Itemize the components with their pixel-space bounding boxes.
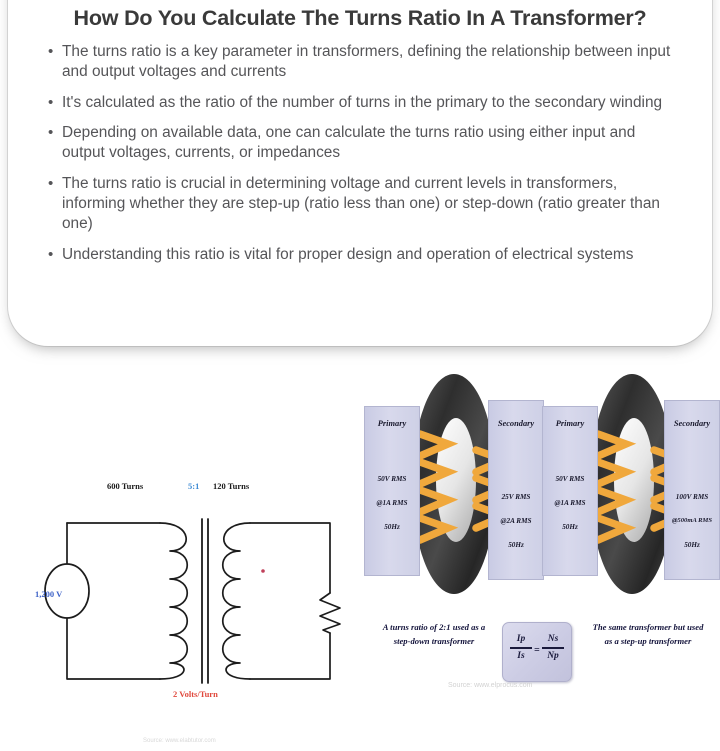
secondary-coil	[222, 522, 251, 680]
toroid-core-1	[412, 374, 496, 594]
bullet-marker: •	[48, 124, 54, 142]
info-box-title: Primary	[377, 419, 407, 428]
info-box-title: Secondary	[673, 419, 711, 428]
schematic-drawing	[44, 518, 341, 684]
info-box-line: 25V RMS	[501, 493, 531, 501]
info-box-title: Secondary	[497, 419, 535, 428]
primary-coil	[159, 522, 188, 680]
bullet-list: • The turns ratio is a key parameter in …	[34, 42, 686, 265]
bullet-marker: •	[48, 175, 54, 193]
formula-numerator-ip: Ip	[516, 634, 526, 644]
bullet-item: • The turns ratio is crucial in determin…	[48, 174, 674, 234]
fraction-bar-icon	[542, 647, 564, 649]
turns-ratio-formula-box: Ip Is = Ns Np	[502, 622, 572, 682]
fraction-bar-icon	[510, 647, 532, 649]
primary-turns-label: 600 Turns	[107, 481, 144, 491]
info-box-line: 50V RMS	[555, 475, 585, 483]
schematic-source-note: Source: www.elabtutor.com	[143, 738, 216, 744]
volts-per-turn-label: 2 Volts/Turn	[173, 689, 218, 699]
turns-ratio-label: 5:1	[188, 481, 200, 491]
formula-denominator-is: Is	[517, 651, 525, 662]
source-voltage-label: 1,200 V	[35, 589, 63, 599]
caption-step-up: The same transformer but used as a step-…	[592, 622, 704, 647]
info-box-line: @1A RMS	[376, 499, 408, 507]
toroid-drawing	[412, 374, 693, 594]
info-box-line: 100V RMS	[675, 493, 709, 501]
transformer-schematic: 600 Turns 5:1 120 Turns 1,200 V 2 Volts/…	[10, 411, 350, 744]
secondary-top-wire	[249, 522, 331, 594]
bullet-marker: •	[48, 42, 54, 60]
bullet-text: It's calculated as the ratio of the numb…	[62, 93, 663, 111]
bullet-item: • It's calculated as the ratio of the nu…	[48, 93, 674, 113]
bullet-item: • Understanding this ratio is vital for …	[48, 245, 674, 265]
secondary-turns-label: 120 Turns	[213, 481, 250, 491]
secondary-bottom-wire	[249, 632, 331, 680]
info-box-secondary-1: Secondary 25V RMS @2A RMS 50Hz	[488, 400, 544, 580]
info-box-line: 50Hz	[384, 523, 400, 531]
info-card: How Do You Calculate The Turns Ratio In …	[8, 0, 712, 346]
caption-step-down: A turns ratio of 2:1 used as a step-down…	[382, 622, 486, 647]
info-box-line: @500mA RMS	[671, 517, 713, 524]
bullet-text: The turns ratio is crucial in determinin…	[62, 175, 660, 232]
info-box-title: Primary	[555, 419, 585, 428]
info-box-primary-1: Primary 50V RMS @1A RMS 50Hz	[364, 406, 420, 576]
info-box-line: 50Hz	[562, 523, 578, 531]
bullet-text: The turns ratio is a key parameter in tr…	[62, 42, 671, 80]
bullet-text: Depending on available data, one can cal…	[62, 124, 636, 162]
toroid-source-note: Source: www.elprocus.com	[448, 682, 533, 689]
bullet-item: • The turns ratio is a key parameter in …	[48, 42, 674, 82]
info-box-primary-2: Primary 50V RMS @1A RMS 50Hz	[542, 406, 598, 576]
figure-area: 600 Turns 5:1 120 Turns 1,200 V 2 Volts/…	[0, 356, 720, 744]
info-box-line: 50Hz	[684, 541, 700, 549]
info-box-line: 50V RMS	[377, 475, 407, 483]
formula-equals-sign: =	[534, 645, 540, 656]
primary-left-wire-bottom	[66, 608, 161, 680]
toroid-illustration: Primary 50V RMS @1A RMS 50Hz Secondary 2…	[356, 364, 720, 720]
info-box-line: @2A RMS	[500, 517, 532, 525]
info-box-secondary-2: Secondary 100V RMS @500mA RMS 50Hz	[664, 400, 720, 580]
bullet-text: Understanding this ratio is vital for pr…	[62, 245, 634, 263]
info-box-line: 50Hz	[508, 541, 524, 549]
ac-source-symbol	[44, 563, 90, 619]
bullet-marker: •	[48, 245, 54, 263]
formula-numerator-ns: Ns	[547, 634, 559, 644]
info-box-line: @1A RMS	[554, 499, 586, 507]
polarity-dot	[261, 569, 265, 573]
toroid-core-2	[590, 374, 674, 594]
formula-fraction-turns: Ns Np	[540, 633, 566, 663]
bullet-item: • Depending on available data, one can c…	[48, 123, 674, 163]
bullet-marker: •	[48, 93, 54, 111]
formula-fraction-current: Ip Is	[508, 633, 534, 663]
page-title: How Do You Calculate The Turns Ratio In …	[73, 6, 647, 30]
formula-denominator-np: Np	[547, 651, 559, 662]
load-resistor	[319, 592, 341, 634]
